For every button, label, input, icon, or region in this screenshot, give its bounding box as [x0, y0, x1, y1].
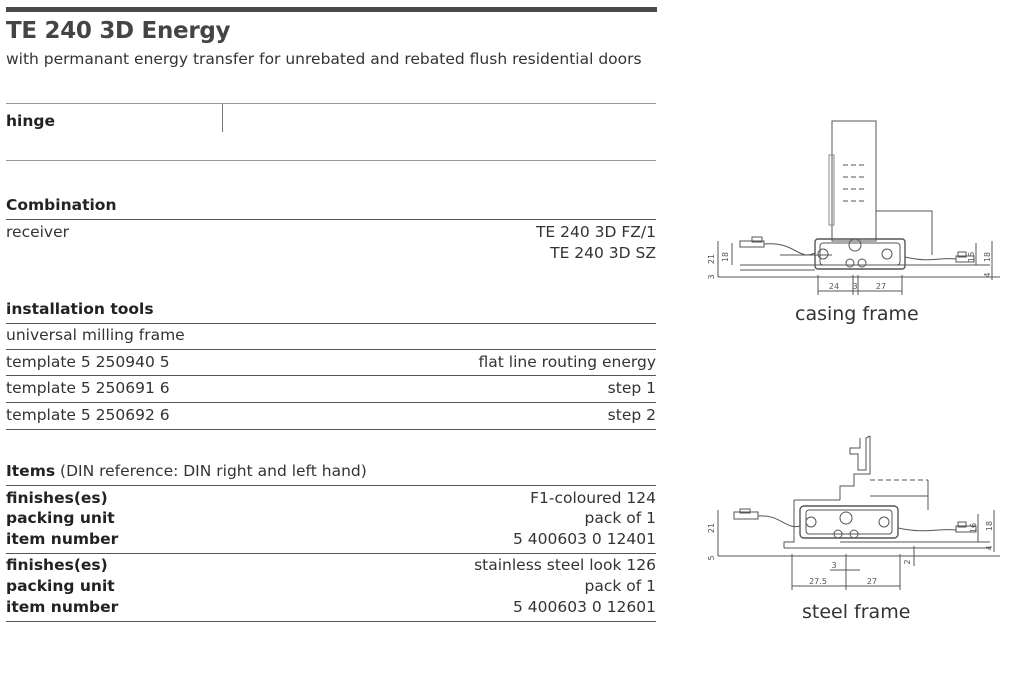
steel-frame-drawing: 21 5 16 18 4 2 3 27.5 27: [707, 435, 1000, 590]
divider: [6, 402, 656, 403]
casing-frame-caption: casing frame: [795, 303, 919, 325]
divider: [6, 553, 656, 554]
dim-5: 5: [707, 555, 716, 560]
finish-value: F1-coloured 124: [530, 489, 656, 507]
dim-18: 18: [985, 521, 994, 531]
dim-3: 3: [852, 282, 857, 291]
tool-row-value: flat line routing energy: [478, 353, 657, 371]
tool-row-label: template 5 250692 6: [6, 406, 170, 424]
packing-label: packing unit: [6, 577, 115, 595]
header-bar: [6, 7, 657, 12]
dim-18: 18: [983, 252, 992, 262]
packing-label: packing unit: [6, 509, 115, 527]
items-title: Items: [6, 462, 56, 480]
dim-4: 4: [985, 545, 994, 550]
dim-2: 2: [903, 559, 912, 564]
dim-27-5: 27.5: [809, 577, 827, 586]
tool-row-value: step 2: [607, 406, 656, 424]
dim-3: 3: [707, 274, 716, 279]
installation-tools-heading: installation tools: [6, 300, 154, 318]
dim-16: 16: [969, 523, 978, 533]
divider: [6, 219, 656, 220]
item-number-label: item number: [6, 530, 119, 548]
divider-vertical: [222, 104, 223, 132]
dim-24: 24: [829, 282, 839, 291]
finish-label: finishes(es): [6, 489, 108, 507]
item-number-label: item number: [6, 598, 119, 616]
item-number-value: 5 400603 0 12401: [513, 530, 656, 548]
dim-21: 21: [707, 523, 716, 533]
dim-21: 21: [707, 254, 716, 264]
divider: [6, 375, 656, 376]
dim-27: 27: [876, 282, 886, 291]
items-heading: Items (DIN reference: DIN right and left…: [6, 461, 367, 481]
tool-row-label: universal milling frame: [6, 326, 185, 344]
combination-heading: Combination: [6, 196, 117, 214]
casing-frame-drawing: 21 18 3 16 18 4 24 3 27: [707, 120, 1000, 295]
tool-row-value: step 1: [607, 379, 656, 397]
dim-3: 3: [831, 561, 836, 570]
divider: [6, 429, 656, 430]
tool-row-label: template 5 250691 6: [6, 379, 170, 397]
packing-value: pack of 1: [584, 577, 657, 595]
receiver-value-1: TE 240 3D FZ/1: [535, 223, 656, 241]
items-note: (DIN reference: DIN right and left hand): [60, 462, 367, 480]
divider: [6, 621, 656, 622]
page-title: TE 240 3D Energy: [6, 18, 231, 44]
packing-value: pack of 1: [584, 509, 657, 527]
page-subtitle: with permanant energy transfer for unreb…: [6, 50, 642, 68]
finish-value: stainless steel look 126: [474, 556, 656, 574]
dim-18: 18: [721, 252, 730, 262]
divider: [6, 349, 656, 350]
item-number-value: 5 400603 0 12601: [513, 598, 656, 616]
dim-4: 4: [983, 272, 992, 277]
divider: [6, 485, 656, 486]
finish-label: finishes(es): [6, 556, 108, 574]
tool-row-label: template 5 250940 5: [6, 353, 170, 371]
dim-27: 27: [867, 577, 877, 586]
divider: [6, 323, 656, 324]
receiver-value-2: TE 240 3D SZ: [550, 244, 656, 262]
divider: [6, 103, 656, 104]
steel-frame-caption: steel frame: [802, 601, 911, 623]
receiver-label: receiver: [6, 223, 70, 241]
dim-16: 16: [967, 252, 976, 262]
divider: [6, 160, 656, 161]
hinge-label: hinge: [6, 112, 55, 130]
